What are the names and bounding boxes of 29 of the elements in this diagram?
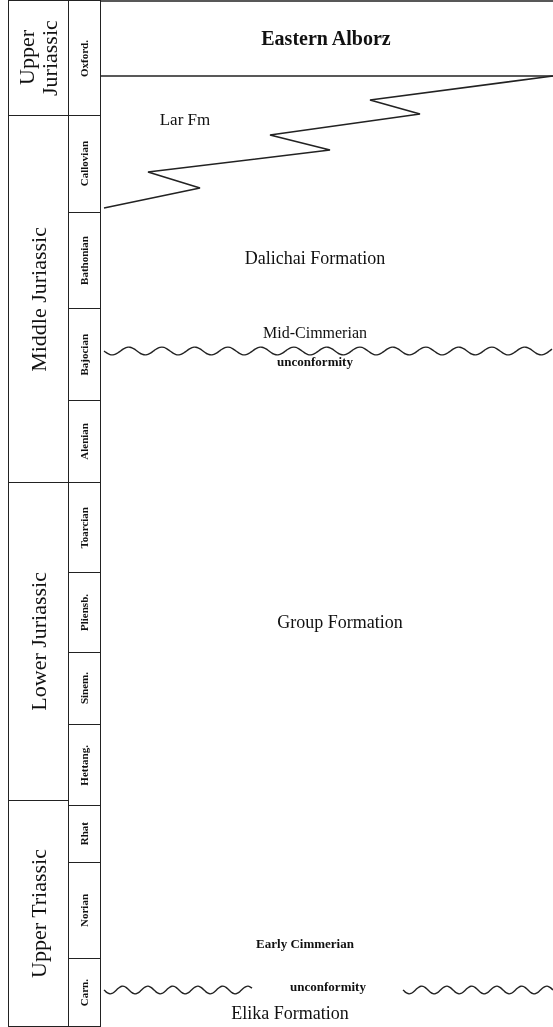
epoch-cell (8, 800, 69, 1027)
unconformity-label: unconformity (277, 354, 353, 370)
stage-name: Callovian (78, 141, 91, 187)
epoch-name: Lower Juriassic (26, 572, 51, 711)
formation-label: Mid-Cimmerian (263, 324, 367, 342)
stage-name: Bajocian (78, 333, 91, 376)
diagram-title: Eastern Alborz (261, 26, 391, 50)
formation-label: Dalichai Formation (244, 247, 386, 269)
stage-name: Rhat (78, 822, 91, 846)
stage-name: Pliensb. (78, 594, 91, 631)
stage-name: Hettang. (78, 744, 91, 786)
epoch-cell (8, 0, 69, 116)
stage-name: Norian (78, 894, 91, 927)
stage-name: Oxford. (78, 39, 91, 77)
stage-name: Sinem. (78, 672, 91, 705)
stage-cell (68, 0, 101, 116)
stage-name: Carn. (78, 978, 91, 1007)
stage-cell (68, 958, 101, 1027)
formation-label: Elika Formation (231, 1002, 349, 1024)
unconformity-label: Early Cimmerian (256, 936, 354, 952)
formation-label: Group Formation (277, 611, 403, 633)
formation-label: Lar Fm (159, 110, 211, 130)
epoch-name: Upper Triassic (26, 849, 51, 978)
stage-name: Alenian (78, 423, 91, 460)
stage-name: Toarcian (78, 506, 91, 549)
epoch-name: Upper Juriassic (15, 19, 62, 98)
epoch-name: Middle Juriassic (26, 226, 51, 372)
unconformity-label: unconformity (290, 979, 366, 995)
stage-name: Bathonian (78, 236, 91, 285)
